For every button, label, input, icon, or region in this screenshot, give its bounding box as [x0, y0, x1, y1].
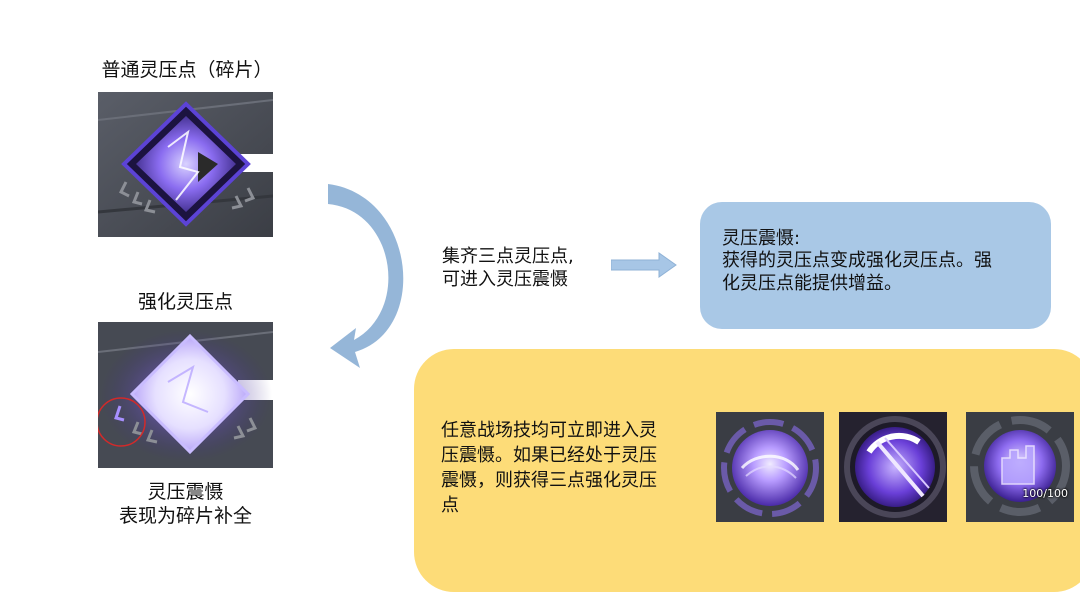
- curved-arrow-icon: [328, 184, 404, 368]
- enhanced-point-label: 强化灵压点: [137, 291, 233, 313]
- blue-panel-line-1: 灵压震慑:: [722, 228, 801, 249]
- purple-castle-skill-icon: 100/100: [966, 412, 1074, 522]
- caption-line-2: 表现为碎片补全: [118, 505, 252, 527]
- blue-panel-line-3: 化灵压点能提供增益。: [722, 273, 902, 294]
- normal-point-label: 普通灵压点（碎片）: [101, 59, 273, 81]
- blue-panel-line-2: 获得的灵压点变成强化灵压点。强: [722, 250, 992, 271]
- enhanced-point-graphic: [98, 322, 273, 468]
- normal-point-image: [98, 92, 273, 237]
- purple-slash-skill-icon: [839, 412, 947, 522]
- gather-text-line-1: 集齐三点灵压点,: [442, 246, 574, 267]
- purple-orb-skill-icon: [716, 412, 824, 522]
- yellow-panel-line-3: 震慑，则获得三点强化灵压: [441, 470, 657, 491]
- right-arrow-icon: [611, 252, 677, 278]
- yellow-panel-line-1: 任意战场技均可立即进入灵: [441, 420, 657, 441]
- caption-line-1: 灵压震慑: [147, 481, 224, 503]
- highlight-circle: [98, 397, 146, 447]
- enhanced-point-image: [98, 322, 273, 468]
- blue-info-panel: 灵压震慑: 获得的灵压点变成强化灵压点。强 化灵压点能提供增益。: [700, 202, 1051, 329]
- skill-counter: 100/100: [1022, 487, 1068, 500]
- yellow-panel-line-4: 点: [441, 495, 459, 516]
- yellow-panel-line-2: 压震慑。如果已经处于灵压: [441, 445, 657, 466]
- fragment-point-graphic: [98, 92, 273, 237]
- gather-text-line-2: 可进入灵压震慑: [442, 269, 568, 290]
